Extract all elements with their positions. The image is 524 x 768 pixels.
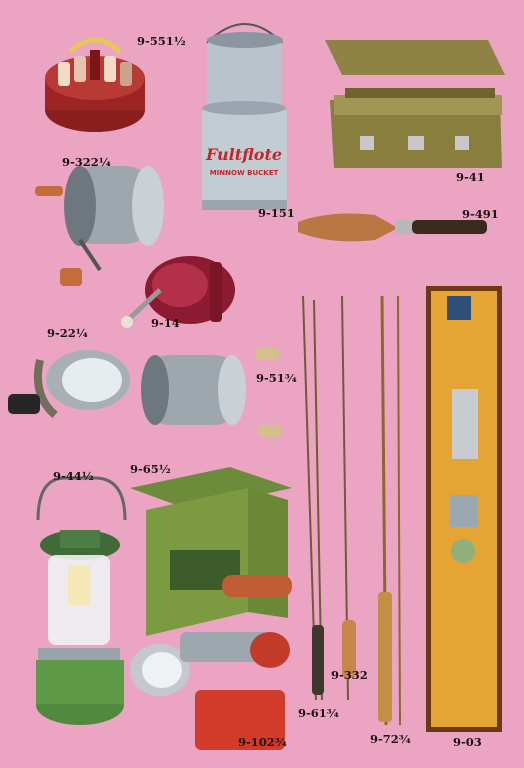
minnow-bucket-icon[interactable]: Fultflote MINNOW BUCKET	[202, 23, 287, 210]
item-number-label: 9-14	[151, 316, 180, 330]
item-number-label: 9-51¾	[256, 371, 297, 385]
item-number-label: 9-322¼	[62, 155, 111, 169]
rod-b-icon[interactable]	[341, 295, 356, 701]
tackle-box-icon[interactable]	[325, 40, 505, 168]
item-number-label: 9-151	[258, 206, 295, 220]
item-number-label: 9-102¾	[238, 735, 287, 749]
item-number-label: 9-551½	[137, 34, 186, 48]
bait-reel-icon[interactable]	[141, 348, 282, 437]
item-number-label: 9-332	[331, 668, 368, 682]
casting-reel-icon[interactable]	[35, 166, 164, 286]
item-number-label: 9-491	[462, 207, 499, 221]
item-number-label: 9-41	[456, 170, 485, 184]
hunting-knife-icon[interactable]	[298, 213, 487, 242]
item-number-label: 9-65½	[130, 462, 171, 476]
camp-stove-icon[interactable]	[130, 467, 292, 636]
item-number-label: 9-22¼	[47, 326, 88, 340]
bucket-sub-text: MINNOW BUCKET	[210, 169, 279, 177]
lantern-icon[interactable]	[36, 476, 127, 725]
spinning-reel-icon[interactable]	[121, 256, 235, 328]
spotlight-icon[interactable]	[130, 632, 290, 750]
headlamp-icon[interactable]	[8, 350, 130, 419]
fly-kit-icon[interactable]	[426, 286, 502, 732]
item-number-label: 9-61¾	[298, 706, 339, 720]
bucket-brand-text: Fultflote	[205, 145, 282, 164]
item-number-label: 9-72¾	[370, 732, 411, 746]
rod-c-icon[interactable]	[378, 295, 401, 726]
item-number-label: 9-03	[453, 735, 482, 749]
item-number-label: 9-44½	[53, 469, 94, 483]
rod-a-icon[interactable]	[302, 295, 324, 701]
chip-rack-icon[interactable]	[45, 37, 145, 132]
